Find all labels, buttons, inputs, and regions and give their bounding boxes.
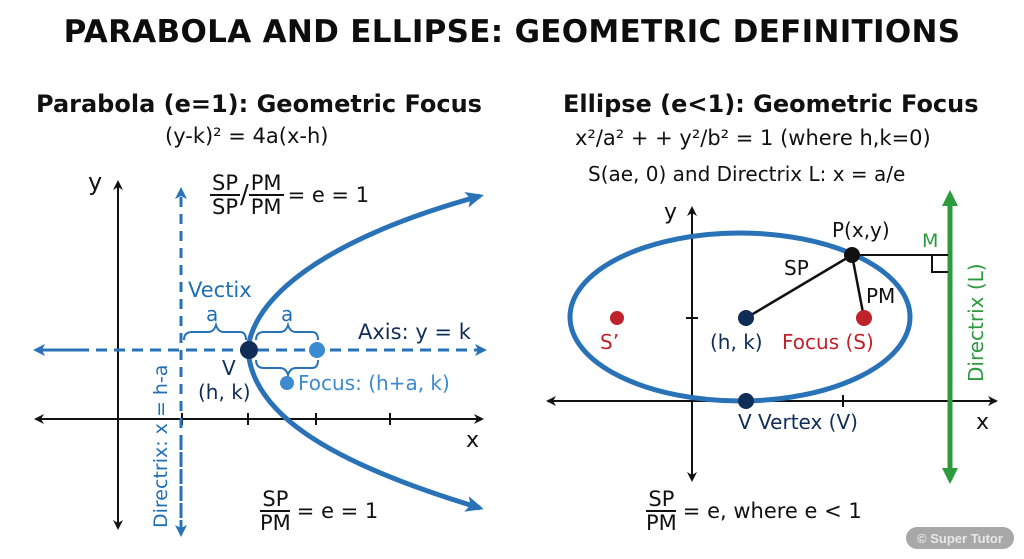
ellipse-m-label: M: [922, 230, 939, 252]
ratio-top-rhs: = e = 1: [287, 183, 370, 208]
ratio-top-num1: SP: [210, 171, 240, 197]
brace-left: [183, 321, 247, 341]
parabola-vertex-coords: (h, k): [198, 380, 251, 404]
ellipse-heading: Ellipse (e<1): Geometric Focus: [563, 90, 979, 118]
focus-s-prime-point: [610, 311, 624, 325]
ratio-bottom-rhs: = e = 1: [296, 499, 379, 524]
pm-segment: [850, 254, 866, 319]
ellipse-ratio-num: SP: [646, 487, 677, 513]
ellipse-ratio-rhs: = e, where e < 1: [682, 499, 862, 524]
parabola-axis-label: Axis: y = k: [358, 320, 471, 344]
ellipse-point-label: P(x,y): [832, 218, 890, 242]
ellipse-vertex-point: [738, 393, 754, 409]
ellipse-pm-label: PM: [866, 284, 896, 308]
ratio-top-slash: /: [240, 180, 249, 211]
parabola-ratio-bottom: SP PM = e = 1: [258, 488, 378, 534]
watermark-badge: © Super Tutor: [906, 527, 1014, 549]
parabola-ratio-top: SP SP / PM PM = e = 1: [210, 172, 369, 218]
parabola-y-label: y: [88, 168, 103, 196]
ellipse-focus-label: Focus (S): [782, 330, 874, 354]
ratio-bottom-den: PM: [260, 511, 291, 536]
ratio-top-num2: PM: [248, 171, 284, 197]
page-title: PARABOLA AND ELLIPSE: GEOMETRIC DEFINITI…: [63, 14, 961, 50]
point-p: [844, 247, 860, 263]
brace-right-bottom: [255, 359, 319, 379]
ellipse-vertex-label: V Vertex (V): [738, 410, 858, 434]
ellipse-directrix-label: Directrix (L): [964, 263, 988, 382]
ellipse-y-label: y: [664, 200, 678, 225]
ellipse-sp-label: SP: [784, 256, 809, 280]
ratio-top-den2: PM: [250, 195, 282, 220]
parabola-curve-lower: [245, 349, 484, 512]
ellipse-x-label: x: [976, 410, 990, 435]
parabola-equation: (y-k)² = 4a(x-h): [165, 124, 329, 148]
parabola-curve-upper: [245, 192, 484, 351]
parabola-vertex-point: [240, 341, 258, 359]
ellipse-diagram: [546, 190, 998, 484]
ellipse-ratio-den: PM: [646, 511, 677, 536]
brace-label-left: a: [206, 302, 219, 326]
ellipse-center-label: (h, k): [710, 330, 763, 354]
parabola-vertex-word: Vectix: [188, 278, 252, 302]
parabola-vertex-letter: V: [222, 356, 236, 380]
parabola-directrix-label: Directrix: x = h-a: [150, 364, 172, 528]
ellipse-focus-directrix: S(ae, 0) and Directrix L: x = a/e: [588, 162, 906, 186]
parabola-focus-label: Focus: (h+a, k): [298, 371, 450, 395]
parabola-focus-point: [309, 342, 325, 358]
parabola-focus-legend-dot: [280, 376, 294, 390]
ratio-bottom-num: SP: [260, 487, 291, 513]
focus-s-point: [856, 310, 872, 326]
parabola-heading: Parabola (e=1): Geometric Focus: [36, 90, 482, 118]
ellipse-equation: x²/a² + + y²/b² = 1 (where h,k=0): [575, 126, 931, 150]
ratio-top-den1: SP: [212, 195, 238, 220]
parabola-diagram: [33, 180, 487, 537]
center-point: [738, 310, 754, 326]
brace-label-right: a: [281, 302, 294, 326]
brace-right-top: [255, 321, 319, 341]
sp-segment: [745, 253, 853, 320]
parabola-x-label: x: [466, 428, 480, 453]
ellipse-ratio: SP PM = e, where e < 1: [644, 488, 862, 534]
ellipse-s-prime-label: S’: [600, 330, 620, 354]
